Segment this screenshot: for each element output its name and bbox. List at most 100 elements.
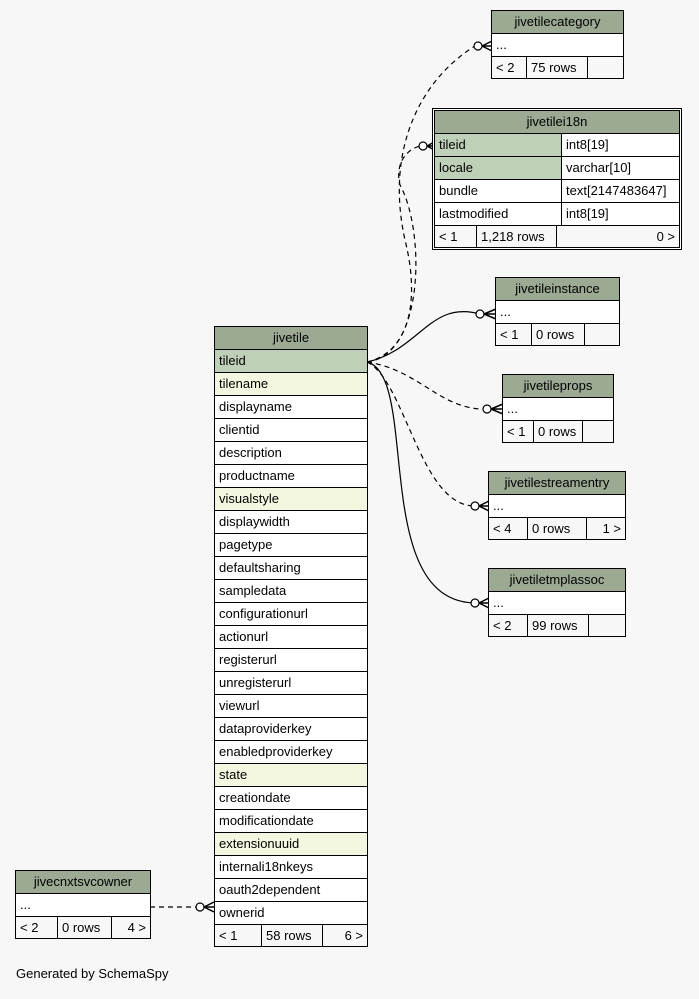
- row-count: 0 rows: [532, 324, 585, 345]
- children-count: [585, 324, 619, 345]
- column-type: text[2147483647]: [566, 183, 667, 198]
- table-row: internali18nkeys: [215, 856, 367, 879]
- children-count: [589, 615, 625, 636]
- table-header[interactable]: jivetile: [215, 327, 367, 350]
- table-row: bundle text[2147483647]: [435, 180, 679, 203]
- column-name: lastmodified: [435, 203, 562, 225]
- table-row: defaultsharing: [215, 557, 367, 580]
- table-jivetilecategory[interactable]: jivetilecategory ... < 2 75 rows: [491, 10, 624, 79]
- table-footer: < 2 0 rows 4 >: [16, 917, 150, 938]
- table-row: tileid: [215, 350, 367, 373]
- table-row: tilename: [215, 373, 367, 396]
- edge-jivetilei18n: [366, 145, 421, 363]
- edge-jivetileprops: [366, 361, 487, 410]
- parents-count: < 2: [16, 917, 58, 938]
- row-count: 99 rows: [528, 615, 589, 636]
- table-row: ...: [489, 592, 625, 615]
- table-header[interactable]: jivetileinstance: [496, 278, 619, 301]
- parents-count: < 2: [492, 57, 527, 78]
- table-footer: < 2 99 rows: [489, 615, 625, 636]
- table-jivetileinstance[interactable]: jivetileinstance ... < 1 0 rows: [495, 277, 620, 346]
- table-row: creationdate: [215, 787, 367, 810]
- table-row: sampledata: [215, 580, 367, 603]
- table-row: enabledproviderkey: [215, 741, 367, 764]
- edge-jivetilestreamentry: [366, 361, 475, 507]
- parents-count: < 1: [503, 421, 534, 442]
- column-type: varchar[10]: [566, 160, 632, 175]
- table-header[interactable]: jivecnxtsvcowner: [16, 871, 150, 894]
- table-header[interactable]: jivetileprops: [503, 375, 613, 398]
- table-row: registerurl: [215, 649, 367, 672]
- table-footer: < 1 0 rows: [503, 421, 613, 442]
- crowfoot-circle: [195, 902, 205, 912]
- crowfoot-circle: [482, 404, 492, 414]
- table-row: oauth2dependent: [215, 879, 367, 902]
- children-count: 4 >: [127, 920, 146, 935]
- table-row: configurationurl: [215, 603, 367, 626]
- table-row: modificationdate: [215, 810, 367, 833]
- table-row: unregisterurl: [215, 672, 367, 695]
- table-row: lastmodified int8[19]: [435, 203, 679, 226]
- children-count: [588, 57, 623, 78]
- table-jivetilei18n[interactable]: jivetilei18n tileid int8[19] locale varc…: [432, 108, 682, 250]
- crowfoot-circle: [473, 41, 483, 51]
- crowfoot: [481, 40, 493, 52]
- crowfoot-circle: [470, 598, 480, 608]
- row-count: 0 rows: [58, 917, 112, 938]
- table-row: ...: [503, 398, 613, 421]
- table-footer: < 4 0 rows 1 >: [489, 518, 625, 539]
- table-jivetiletmplassoc[interactable]: jivetiletmplassoc ... < 2 99 rows: [488, 568, 626, 637]
- generated-by-credit: Generated by SchemaSpy: [16, 966, 169, 981]
- table-row: displaywidth: [215, 511, 367, 534]
- parents-count: < 2: [489, 615, 528, 636]
- table-header[interactable]: jivetilestreamentry: [489, 472, 625, 495]
- column-type: int8[19]: [566, 137, 609, 152]
- parents-count: < 1: [435, 226, 477, 247]
- table-row: ...: [16, 894, 150, 917]
- parents-count: < 1: [496, 324, 532, 345]
- row-count: 75 rows: [527, 57, 588, 78]
- table-footer: < 1 1,218 rows 0 >: [435, 226, 679, 247]
- crowfoot: [478, 500, 490, 512]
- crowfoot: [483, 308, 497, 320]
- row-count: 0 rows: [534, 421, 583, 442]
- table-jivecnxtsvcowner[interactable]: jivecnxtsvcowner ... < 2 0 rows 4 >: [15, 870, 151, 939]
- row-count: 0 rows: [528, 518, 587, 539]
- row-count: 58 rows: [262, 925, 323, 946]
- crowfoot-circle: [475, 309, 485, 319]
- crowfoot: [478, 597, 490, 609]
- table-row: dataproviderkey: [215, 718, 367, 741]
- table-row: visualstyle: [215, 488, 367, 511]
- table-footer: < 1 0 rows: [496, 324, 619, 345]
- table-header[interactable]: jivetiletmplassoc: [489, 569, 625, 592]
- table-row: description: [215, 442, 367, 465]
- table-row: ...: [489, 495, 625, 518]
- table-row: displayname: [215, 396, 367, 419]
- table-jivetilestreamentry[interactable]: jivetilestreamentry ... < 4 0 rows 1 >: [488, 471, 626, 540]
- column-name: tileid: [435, 134, 562, 156]
- edge-jivetiletmplassoc: [366, 361, 475, 604]
- table-header[interactable]: jivetilecategory: [492, 11, 623, 34]
- table-row: locale varchar[10]: [435, 157, 679, 180]
- table-row: ownerid: [215, 902, 367, 925]
- table-row: state: [215, 764, 367, 787]
- table-footer: < 1 58 rows 6 >: [215, 925, 367, 946]
- column-type: int8[19]: [566, 206, 609, 221]
- table-row: extensionuuid: [215, 833, 367, 856]
- table-row: ...: [496, 301, 619, 324]
- children-count: 0 >: [656, 229, 675, 244]
- table-jivetileprops[interactable]: jivetileprops ... < 1 0 rows: [502, 374, 614, 443]
- table-header[interactable]: jivetilei18n: [435, 111, 679, 134]
- column-name: locale: [435, 157, 562, 179]
- table-row: viewurl: [215, 695, 367, 718]
- parents-count: < 1: [215, 925, 262, 946]
- table-footer: < 2 75 rows: [492, 57, 623, 78]
- children-count: [583, 421, 613, 442]
- table-jivetile[interactable]: jivetile tileid tilename displayname cli…: [214, 326, 368, 947]
- parents-count: < 4: [489, 518, 528, 539]
- edge-jivetilecategory: [366, 45, 476, 363]
- crowfoot: [490, 403, 504, 415]
- table-row: clientid: [215, 419, 367, 442]
- crowfoot: [203, 901, 215, 913]
